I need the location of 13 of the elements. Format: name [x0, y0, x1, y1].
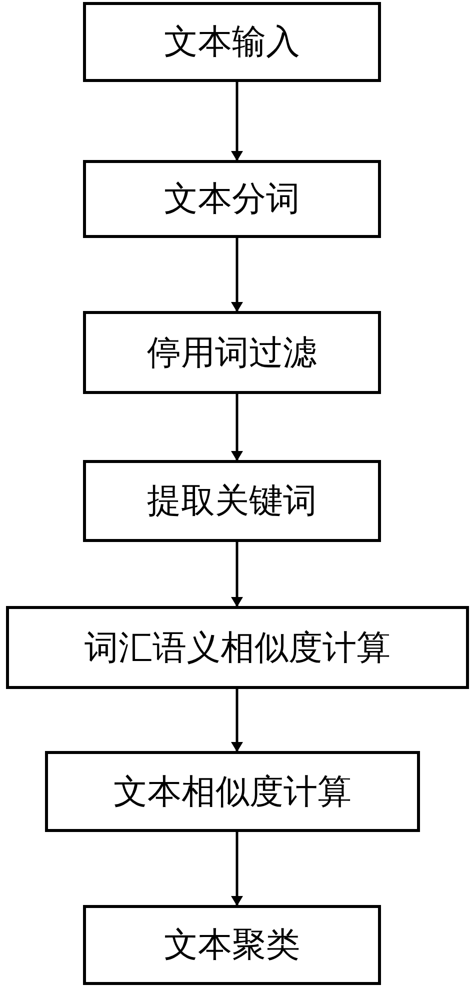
process-box: 文本输入	[83, 2, 381, 82]
arrow	[231, 689, 243, 752]
process-box: 词汇语义相似度计算	[6, 606, 469, 689]
process-box: 文本相似度计算	[45, 751, 420, 832]
arrow	[231, 542, 243, 607]
process-box: 文本聚类	[83, 905, 381, 985]
process-box: 文本分词	[83, 160, 381, 238]
process-box: 提取关键词	[83, 460, 381, 542]
process-box: 停用词过滤	[83, 311, 381, 394]
arrow	[231, 394, 243, 461]
arrow	[231, 832, 243, 906]
arrow	[231, 82, 243, 161]
arrow	[231, 238, 243, 312]
